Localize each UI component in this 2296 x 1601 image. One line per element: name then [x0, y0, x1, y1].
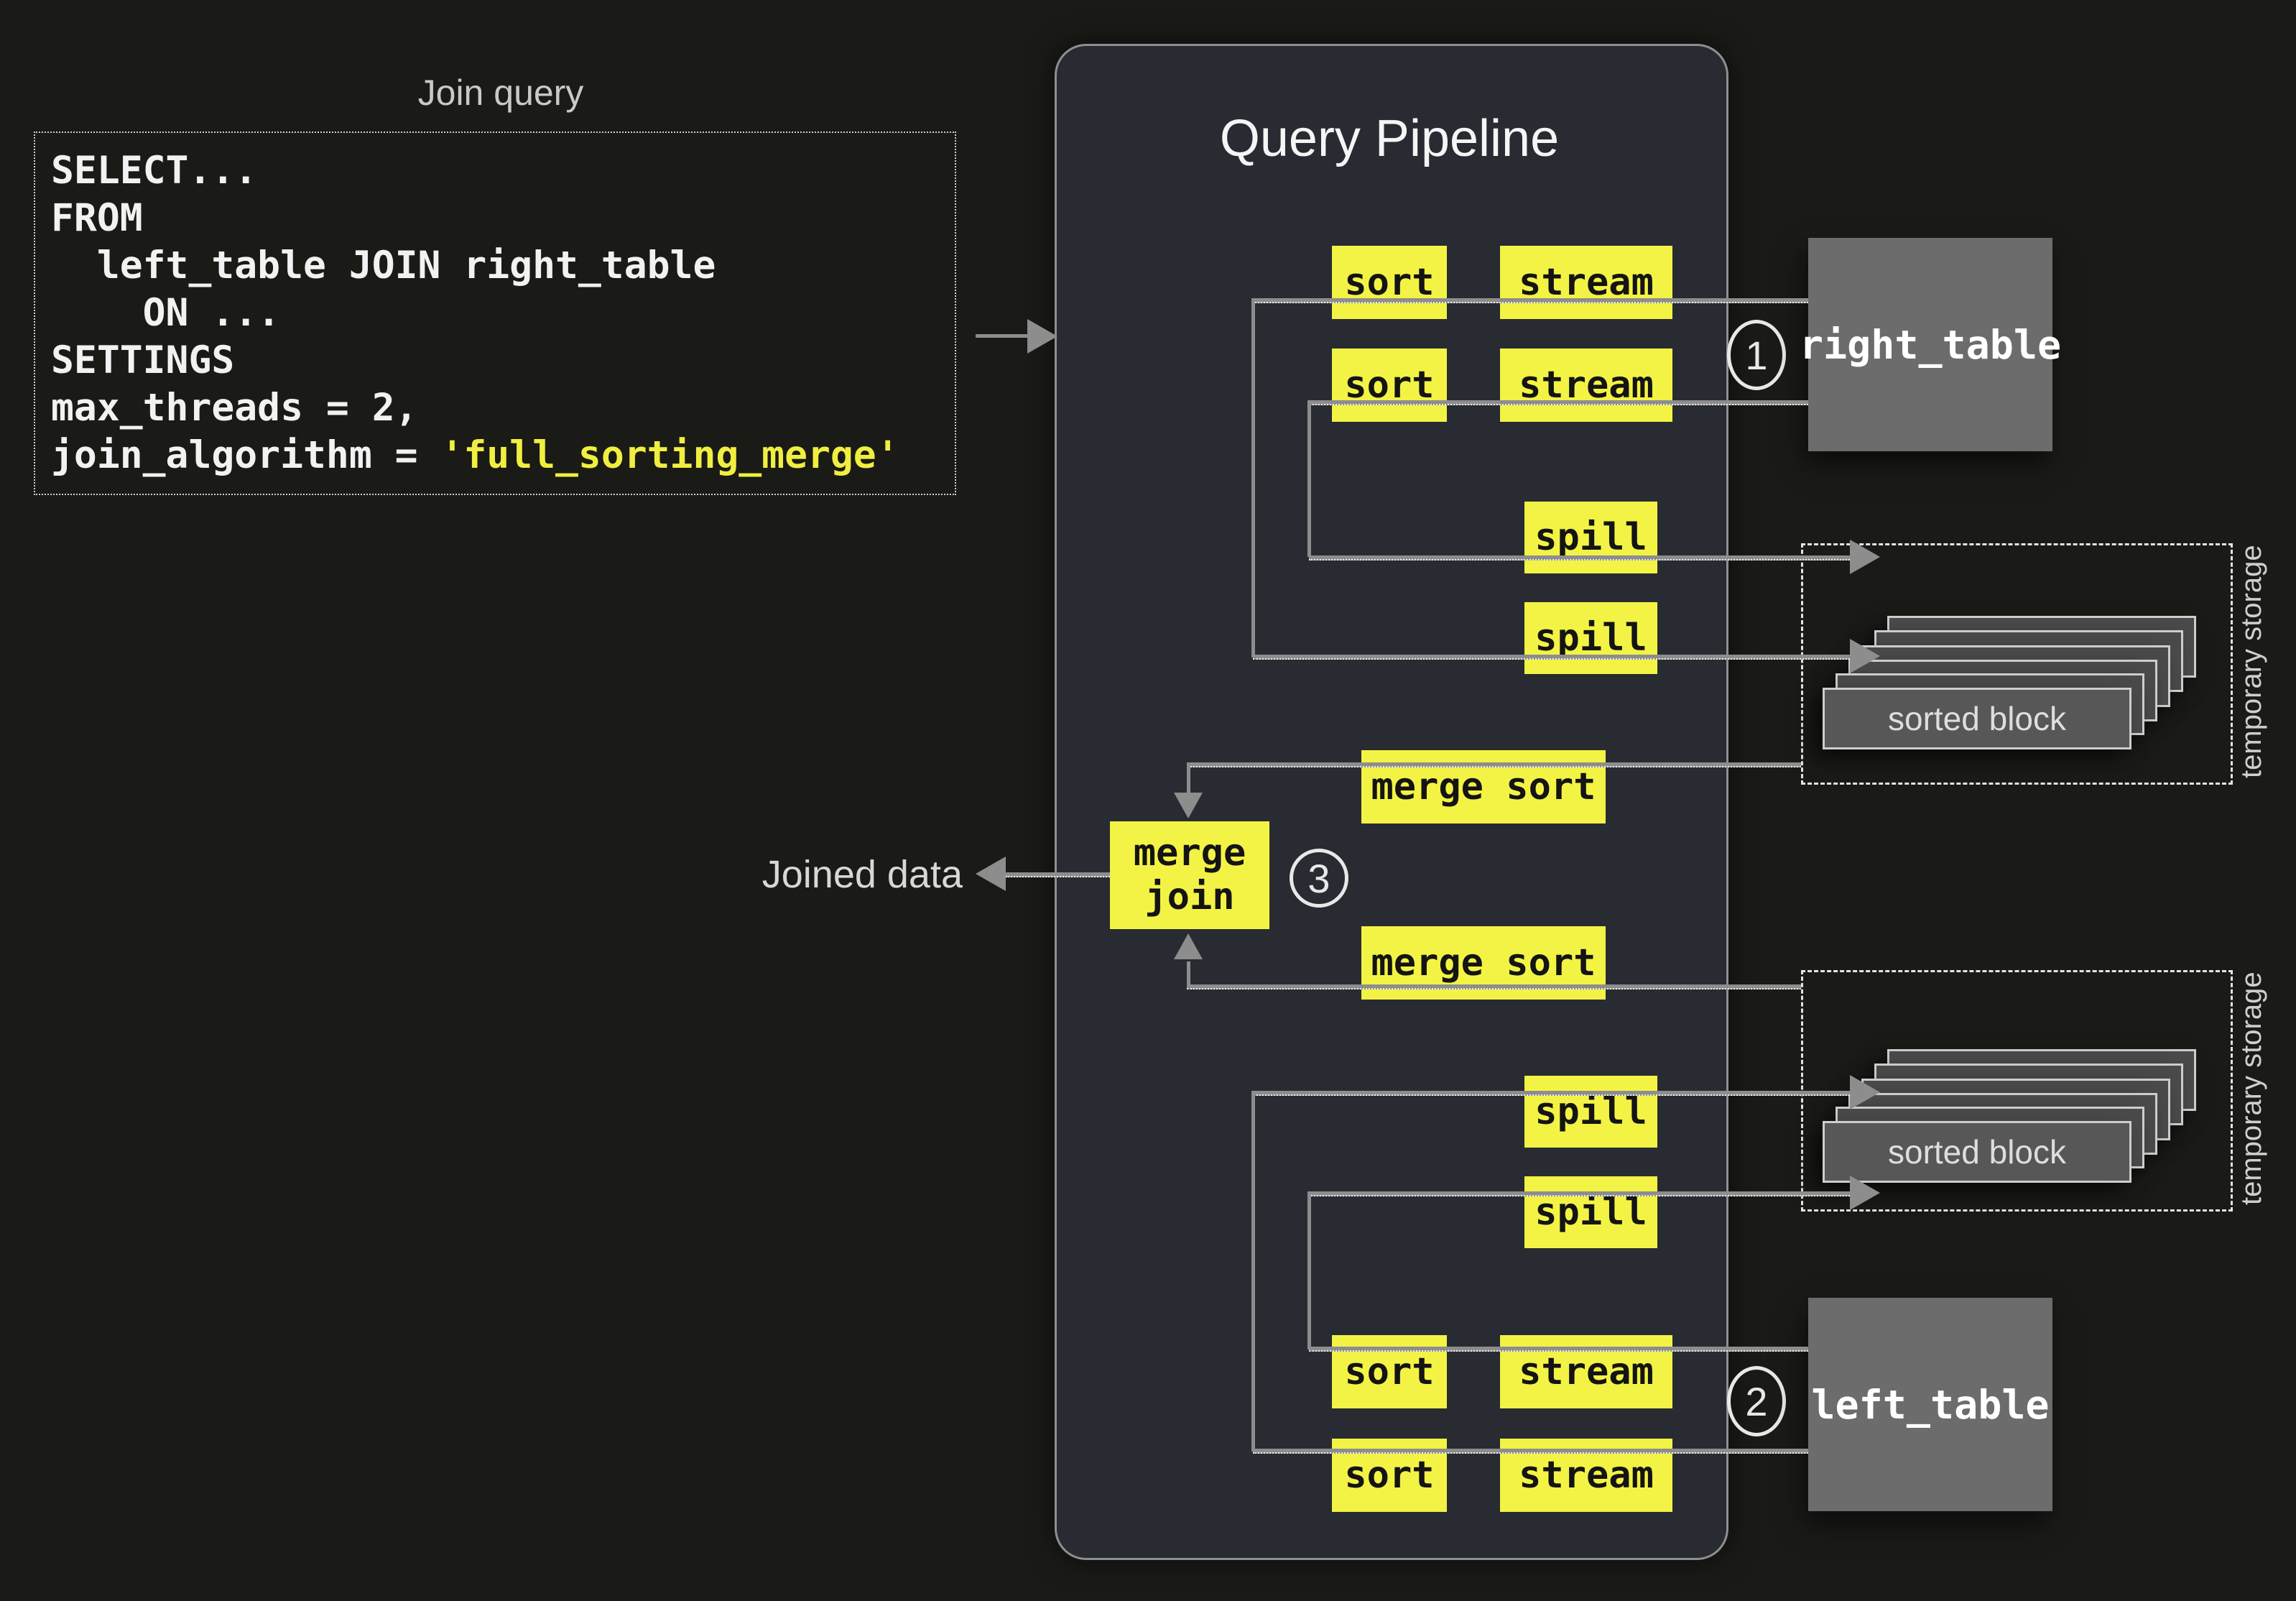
sort-node-right-1: sort: [1332, 246, 1447, 319]
sorted-block-front: sorted block: [1823, 1121, 2131, 1183]
temporary-storage-label-right: temporary storage: [2236, 545, 2267, 779]
spill1-arrow-icon: [1850, 540, 1880, 574]
spill4-arrow-icon: [1850, 1176, 1880, 1210]
merge-join-in-arrow-bottom-icon: [1174, 933, 1203, 959]
merge-join-label-line1: merge: [1133, 831, 1246, 875]
spill2-arrow-icon: [1850, 639, 1880, 673]
row3-to-spill4-vline: [1307, 1191, 1311, 1349]
right-table-to-row1-line: [1253, 298, 1808, 303]
step-badge-3: 3: [1290, 849, 1348, 908]
spill-node-right-1: spill: [1524, 502, 1657, 573]
sql-line: FROM: [51, 196, 143, 240]
storage2-to-merge-sort-line: [1187, 984, 1801, 989]
left-table-box: left_table: [1808, 1298, 2052, 1511]
join-query-title: Join query: [417, 73, 584, 113]
sql-join-algorithm-value: 'full_sorting_merge': [440, 433, 899, 477]
row2-to-spill1-vline: [1307, 400, 1311, 557]
pipeline-title: Query Pipeline: [1219, 110, 1560, 167]
spill2-to-storage-line: [1253, 655, 1850, 660]
spill4-to-storage-line: [1309, 1191, 1850, 1196]
sort-node-right-2: sort: [1332, 349, 1447, 422]
merge-sort-to-join-vline-bottom: [1187, 961, 1190, 986]
merge-join-node: merge join: [1110, 821, 1269, 929]
spill-node-left-1: spill: [1524, 1076, 1657, 1148]
joined-data-line: [1006, 872, 1110, 877]
storage1-to-merge-sort-line: [1187, 762, 1801, 767]
sql-line: SETTINGS: [51, 338, 235, 382]
sorted-block-front: sorted block: [1823, 688, 2131, 749]
sql-line: SELECT...: [51, 149, 258, 193]
sql-line: left_table JOIN right_table: [51, 244, 716, 287]
sql-line: ON ...: [51, 291, 281, 335]
temporary-storage-box-right: [1801, 543, 2233, 785]
row1-to-spill2-vline: [1251, 298, 1255, 658]
sql-line-prefix: join_algorithm =: [51, 433, 441, 477]
step-badge-2: 2: [1727, 1366, 1786, 1436]
merge-join-in-arrow-top-icon: [1174, 793, 1203, 818]
sql-line: max_threads = 2,: [51, 386, 418, 430]
right-table-box: right_table: [1800, 238, 2061, 451]
left-table-to-row4-line: [1253, 1449, 1808, 1454]
stream-node-right-2: stream: [1500, 349, 1672, 422]
spill3-to-storage-line: [1253, 1091, 1850, 1096]
spill3-arrow-icon: [1850, 1075, 1880, 1109]
row4-to-spill3-vline: [1251, 1091, 1255, 1452]
left-table-to-row3-line: [1309, 1347, 1808, 1352]
merge-sort-to-join-vline-top: [1187, 762, 1190, 793]
query-to-pipeline-line: [976, 334, 1029, 338]
stream-node-right-1: stream: [1500, 246, 1672, 319]
spill-node-right-2: spill: [1524, 602, 1657, 674]
sql-code-block: SELECT... FROM left_table JOIN right_tab…: [34, 132, 956, 495]
sql-line-with-setting: join_algorithm = 'full_sorting_merge': [51, 432, 955, 479]
temporary-storage-label-left: temporary storage: [2236, 972, 2267, 1206]
right-table-to-row2-line: [1309, 400, 1808, 405]
spill1-to-storage-line: [1309, 555, 1850, 560]
step-badge-1: 1: [1727, 320, 1786, 390]
joined-data-label: Joined data: [762, 853, 963, 896]
joined-data-arrow-icon: [976, 857, 1006, 891]
spill-node-left-2: spill: [1524, 1176, 1657, 1248]
query-to-pipeline-arrow-icon: [1027, 319, 1057, 354]
merge-sort-node-top: merge sort: [1361, 750, 1606, 823]
merge-join-label-line2: join: [1144, 875, 1235, 918]
